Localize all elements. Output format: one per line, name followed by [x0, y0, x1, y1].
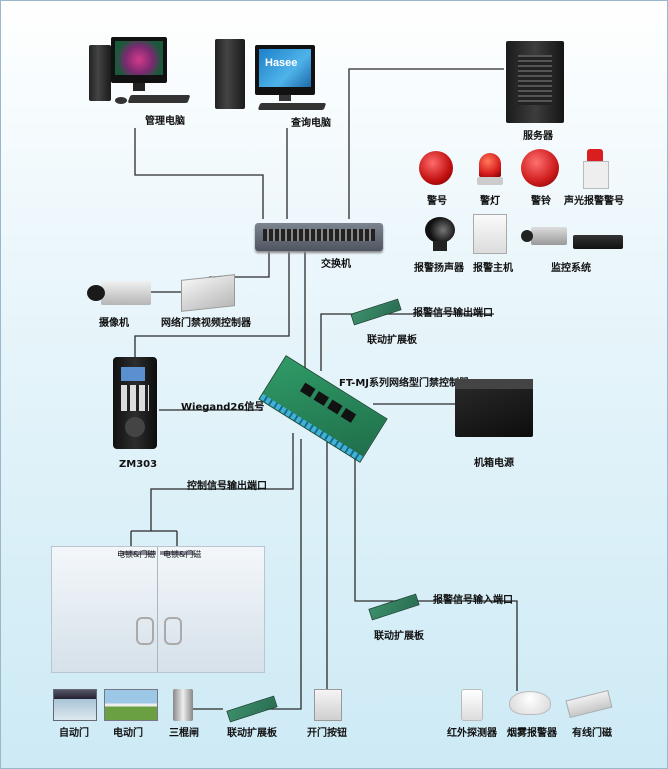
sound-light-alarm-label: 声光报警警号	[564, 196, 624, 207]
alarm-host-label: 报警主机	[473, 263, 513, 274]
network-switch-label: 交换机	[321, 259, 351, 270]
smoke-alarm-label: 烟雾报警器	[507, 728, 557, 739]
server	[506, 41, 564, 123]
controller-label: FT-MJ系列网络型门禁控制器	[339, 378, 470, 389]
electric-door-label: 电动门	[113, 728, 143, 739]
auto-door-label: 自动门	[59, 728, 89, 739]
double-door	[51, 546, 265, 673]
server-label: 服务器	[523, 131, 553, 142]
control-output-port-label: 控制信号输出端口	[187, 481, 267, 492]
alarm-light	[477, 153, 503, 187]
alarm-speaker	[425, 213, 459, 251]
alarm-host	[473, 214, 507, 254]
tripod-turnstile-label: 三棍闸	[169, 728, 199, 739]
admin-computer-label: 管理电脑	[145, 116, 185, 127]
monitoring-camera	[521, 227, 567, 245]
alarm-bell	[521, 149, 559, 187]
monitoring-system-label: 监控系统	[551, 263, 591, 274]
chassis-power-supply	[455, 379, 533, 437]
camera	[87, 279, 151, 307]
chassis-power-label: 机箱电源	[474, 458, 514, 469]
alarm-light-label: 警灯	[480, 196, 500, 207]
electric-door-image	[104, 689, 158, 721]
fingerprint-reader	[113, 357, 157, 449]
wired-door-contact-label: 有线门磁	[572, 728, 612, 739]
exit-button-label: 开门按钮	[307, 728, 347, 739]
admin-computer	[89, 33, 199, 113]
ir-detector-image	[461, 689, 483, 721]
alarm-siren	[419, 151, 453, 185]
tripod-turnstile-image	[173, 689, 193, 721]
linkage-board-1-label: 联动扩展板	[367, 335, 417, 346]
video-controller-label: 网络门禁视频控制器	[161, 318, 251, 329]
sound-light-alarm	[583, 149, 609, 189]
query-computer: Hasee	[215, 39, 333, 115]
auto-door-image	[53, 689, 97, 721]
monitor-brand-text: Hasee	[265, 57, 298, 69]
alarm-siren-label: 警号	[427, 196, 447, 207]
alarm-output-port-label: 报警信号输出端口	[413, 308, 493, 319]
network-switch	[255, 223, 383, 251]
wiegand-label: Wiegand26信号	[181, 402, 265, 413]
video-controller	[181, 274, 235, 312]
alarm-bell-label: 警铃	[531, 196, 551, 207]
camera-label: 摄像机	[99, 318, 129, 329]
linkage-board-3-label: 联动扩展板	[227, 728, 277, 739]
exit-button-image	[314, 689, 342, 721]
dvr-unit	[573, 235, 623, 249]
door-lock-left-label: 电锁&门磁	[117, 550, 156, 559]
alarm-speaker-label: 报警扬声器	[414, 263, 464, 274]
query-computer-label: 查询电脑	[291, 118, 331, 129]
ir-detector-label: 红外探测器	[447, 728, 497, 739]
alarm-input-port-label: 报警信号输入端口	[433, 595, 513, 606]
door-lock-right-label: 电锁&门磁	[163, 550, 202, 559]
smoke-alarm-image	[509, 691, 551, 715]
reader-model-label: ZM303	[119, 459, 158, 470]
linkage-board-2-label: 联动扩展板	[374, 631, 424, 642]
